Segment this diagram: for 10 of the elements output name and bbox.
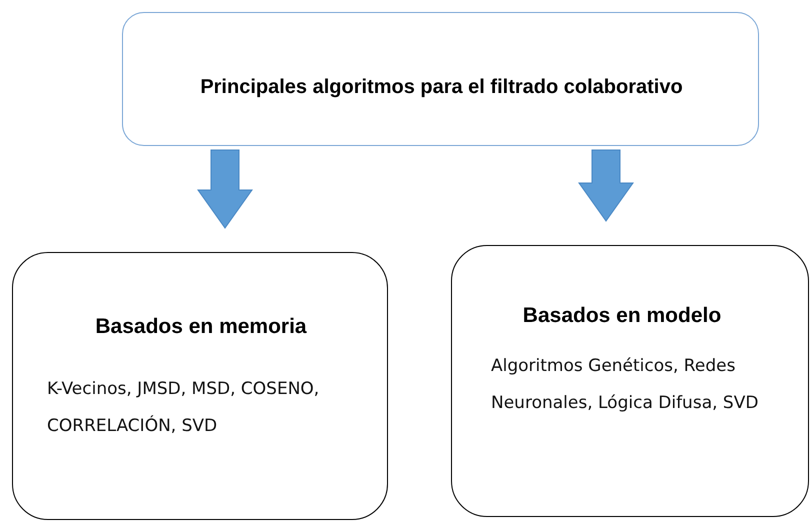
category-heading: Basados en modelo xyxy=(522,304,722,328)
category-box xyxy=(451,245,809,517)
title-box xyxy=(122,12,759,146)
category-heading: Basados en memoria xyxy=(94,315,308,339)
title-text: Principales algoritmos para el filtrado colaborativo xyxy=(199,76,684,99)
block-arrow xyxy=(578,150,634,222)
category-box xyxy=(12,252,388,520)
algorithm-list: Algoritmos Genéticos, Redes Neuronales, Lógica Difusa, SVD xyxy=(491,348,766,422)
block-arrow xyxy=(197,150,253,229)
algorithm-list: K-Vecinos, JMSD, MSD, COSENO, CORRELACIÓN, SVD xyxy=(47,371,337,445)
